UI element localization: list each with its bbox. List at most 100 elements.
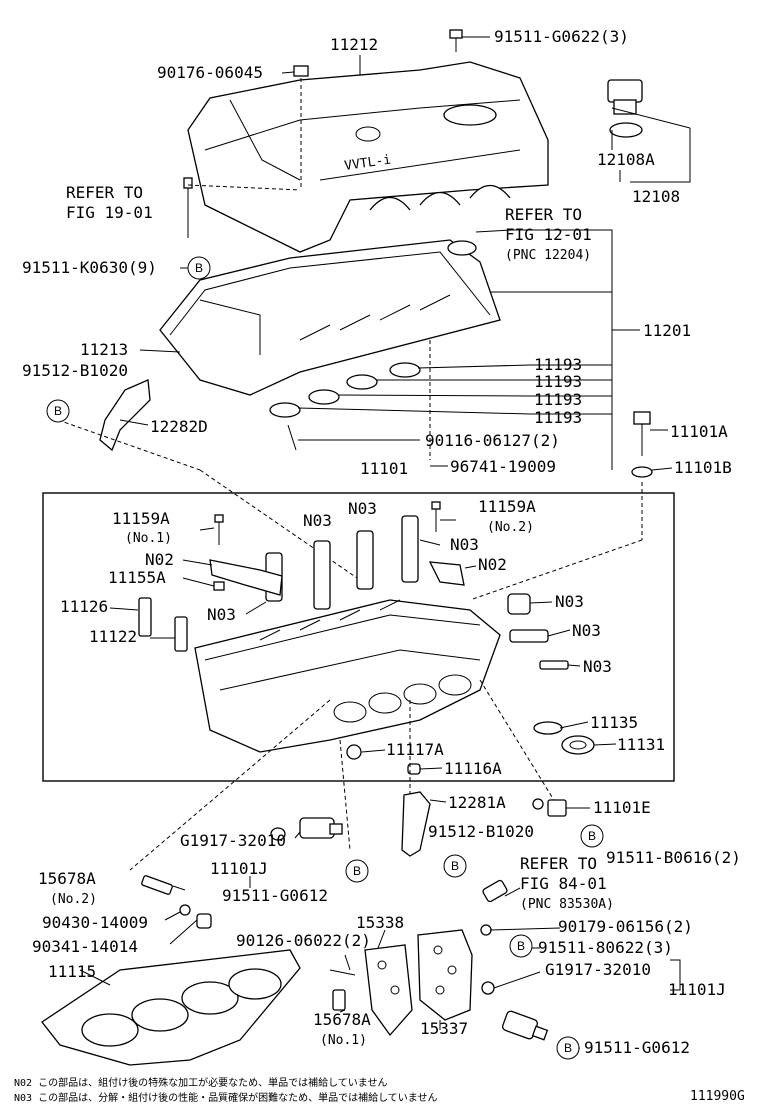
label-12282d: 12282D (150, 417, 208, 436)
callout-b-2: B (46, 399, 70, 423)
label-11126: 11126 (60, 597, 108, 616)
label-11101a: 11101A (670, 422, 728, 441)
label-11212: 11212 (330, 35, 378, 54)
ref-19-01-line2: FIG 19-01 (66, 203, 153, 222)
label-90116-06127: 90116-06127(2) (425, 431, 560, 450)
callout-b-1: B (187, 256, 211, 280)
label-15678a-b: 15678A (313, 1010, 371, 1029)
callout-b-3: B (580, 824, 604, 848)
cylinder-head-gasket-11115 (41, 949, 301, 1066)
ref-12-01-line2: FIG 12-01 (505, 225, 592, 244)
oring-g1917-32010-b (481, 981, 495, 995)
label-12281a: 12281A (448, 793, 506, 812)
label-11159a-2: 11159A (478, 497, 536, 516)
label-91511-k0630: 91511-K0630(9) (22, 258, 157, 277)
label-12108a: 12108A (597, 150, 655, 169)
svg-text:B: B (564, 1041, 572, 1055)
label-n03-d: N03 (207, 605, 236, 624)
label-91511-80622: 91511-80622(3) (538, 938, 673, 957)
label-15678a-b-sub: (No.1) (320, 1033, 367, 1048)
label-96741-19009: 96741-19009 (450, 457, 556, 476)
valve-11101j-right (502, 1010, 549, 1041)
ref-84-01-line3: (PNC 83530A) (520, 897, 614, 912)
ref-12-01-line1: REFER TO (505, 205, 582, 224)
footnote-n02: N02 この部品は、組付け後の特殊な加工が必要なため、単品では補給していません (14, 1076, 387, 1089)
bolt-11101e (532, 798, 567, 817)
label-90126-06022: 90126-06022(2) (236, 931, 371, 950)
label-11101: 11101 (360, 459, 408, 478)
svg-text:B: B (588, 829, 596, 843)
grommets-11193 (269, 362, 421, 418)
brackets-n02 (209, 559, 465, 596)
label-n03-g: N03 (583, 657, 612, 676)
bracket-12282d (99, 379, 151, 452)
svg-text:B: B (195, 261, 203, 275)
svg-text:B: B (353, 864, 361, 878)
nut-90176-06045 (293, 65, 309, 190)
housing-15337 (417, 929, 473, 1021)
footnote-n03: N03 この部品は、分解・組付け後の性能・品質確保が困難なため、単品では補給して… (14, 1091, 437, 1104)
stud-90116-06127 (287, 424, 297, 451)
label-91511-g0612-b: 91511-G0612 (584, 1038, 690, 1057)
label-n03-b: N03 (348, 499, 377, 518)
ref-12-01-line3: (PNC 12204) (505, 248, 591, 263)
svg-text:B: B (451, 859, 459, 873)
leader-lines (79, 36, 691, 1049)
cover-logo: VVTL-i (343, 153, 392, 174)
callout-b-7: B (556, 1036, 580, 1060)
label-n03-c: N03 (450, 535, 479, 554)
cylinder-head-box (42, 492, 675, 782)
label-11159a-1: 11159A (112, 509, 170, 528)
label-11116a: 11116A (444, 759, 502, 778)
stud-90126-06022 (329, 969, 356, 976)
nut-90179-06156 (480, 924, 492, 936)
label-11159a-2-sub: (No.2) (487, 520, 534, 535)
label-15337: 15337 (420, 1019, 468, 1038)
oil-filler-cap-12108a (607, 79, 643, 138)
label-90341-14014: 90341-14014 (32, 937, 138, 956)
ref-84-01-line1: REFER TO (520, 854, 597, 873)
part-labels: 11212 91511-G0622(3) 90176-06045 12108A … (22, 27, 741, 1057)
label-n02-b: N02 (478, 555, 507, 574)
ref-84-01-line2: FIG 84-01 (520, 874, 607, 893)
bolt-11101a (631, 411, 653, 478)
ref-19-01-line1: REFER TO (66, 183, 143, 202)
label-11193-1: 11193 (534, 355, 582, 374)
label-11213: 11213 (80, 340, 128, 359)
label-11101j-b: 11101J (668, 980, 726, 999)
plug-90341-14014 (196, 913, 212, 929)
bolts-11159a (214, 501, 441, 545)
label-11122: 11122 (89, 627, 137, 646)
label-90176-06045: 90176-06045 (157, 63, 263, 82)
label-n03-f: N03 (572, 621, 601, 640)
washer-90430-14009 (179, 904, 191, 916)
label-15678a-a: 15678A (38, 869, 96, 888)
label-11193-4: 11193 (534, 408, 582, 427)
bracket-12281a (401, 791, 431, 857)
cylinder-head-cover-gasket-11201 (159, 239, 501, 396)
cylinder-head-cover-11212: VVTL-i (187, 61, 549, 253)
gasket-15338 (364, 944, 413, 1037)
sensor-ref-84-01 (482, 879, 508, 903)
label-11131: 11131 (617, 735, 665, 754)
callout-b-6: B (509, 934, 533, 958)
label-n03-e: N03 (555, 592, 584, 611)
label-91512-b1020-a: 91512-B1020 (22, 361, 128, 380)
label-11193-2: 11193 (534, 372, 582, 391)
label-g1917-32010-a: G1917-32010 (180, 831, 286, 850)
svg-text:B: B (54, 404, 62, 418)
label-91511-b0616: 91511-B0616(2) (606, 848, 741, 867)
label-11115: 11115 (48, 962, 96, 981)
label-n02-a: N02 (145, 550, 174, 569)
label-15338: 15338 (356, 913, 404, 932)
label-90430-14009: 90430-14009 (42, 913, 148, 932)
label-91511-g0622: 91511-G0622(3) (494, 27, 629, 46)
stud-bolt-ref-19-01 (183, 177, 301, 238)
label-11101e: 11101E (593, 798, 651, 817)
label-91512-b1020-b: 91512-B1020 (428, 822, 534, 841)
valve-11101j-left (270, 817, 343, 841)
label-11117a: 11117A (386, 740, 444, 759)
pins-11126-11122 (138, 597, 188, 652)
label-11193-3: 11193 (534, 390, 582, 409)
